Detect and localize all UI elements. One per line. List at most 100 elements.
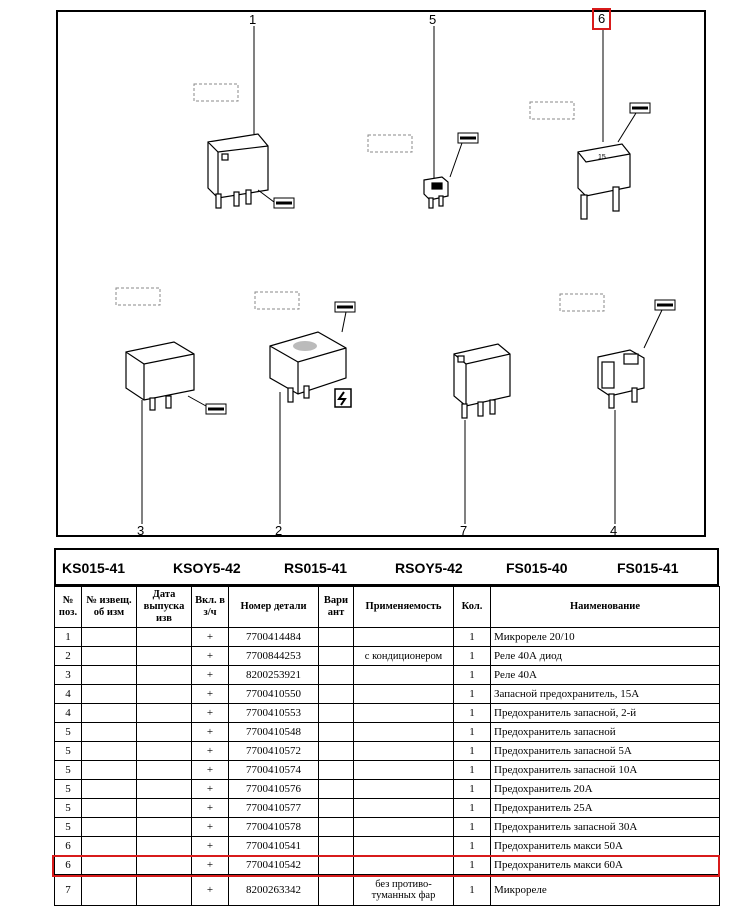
table-header-row: № поз. № извещ. об изм Дата выпуска изв … — [54, 586, 720, 628]
cell-variant — [318, 836, 354, 856]
cell-position: 5 — [54, 779, 82, 799]
cell-position: 2 — [54, 646, 82, 666]
cell-position: 7 — [54, 874, 82, 906]
vehicle-code: RS015-41 — [284, 560, 348, 576]
cell-quantity: 1 — [453, 703, 491, 723]
cell-part-number: 7700410576 — [228, 779, 319, 799]
cell-notice-number — [81, 722, 137, 742]
cell-included-spare: + — [191, 798, 229, 818]
cell-name: Предохранитель запасной 10А — [490, 760, 720, 780]
cell-applicability: с кондиционером — [353, 646, 454, 666]
cell-variant — [318, 646, 354, 666]
cell-notice-date — [136, 855, 192, 875]
cell-notice-number — [81, 684, 137, 704]
part-2-relay-diode — [269, 331, 347, 403]
cell-notice-date — [136, 627, 192, 647]
cell-included-spare: + — [191, 779, 229, 799]
cell-part-number: 8200253921 — [228, 665, 319, 685]
cell-notice-number — [81, 741, 137, 761]
parts-table: № поз. № извещ. об изм Дата выпуска изв … — [54, 586, 720, 906]
cell-variant — [318, 817, 354, 837]
header-applicability: Применяемость — [353, 586, 454, 628]
cell-position: 4 — [54, 703, 82, 723]
cell-notice-number — [81, 798, 137, 818]
callout-5: 5 — [429, 12, 437, 27]
callout-3: 3 — [137, 523, 145, 538]
part-5-blade-fuse — [423, 176, 449, 209]
cell-variant — [318, 703, 354, 723]
cell-variant — [318, 855, 354, 875]
vehicle-code: FS015-40 — [506, 560, 568, 576]
cell-name: Предохранитель 20А — [490, 779, 720, 799]
cell-name: Микрореле 20/10 — [490, 627, 720, 647]
reference-box — [529, 101, 575, 120]
header-notice-number: № извещ. об изм — [81, 586, 137, 628]
cell-included-spare: + — [191, 874, 229, 906]
cell-notice-number — [81, 817, 137, 837]
cell-notice-number — [81, 646, 137, 666]
connector-tag-icon — [257, 189, 295, 209]
cell-included-spare: + — [191, 722, 229, 742]
cell-name: Запасной предохранитель, 15А — [490, 684, 720, 704]
fuse-rating-label: 15 — [598, 154, 606, 161]
callout-4: 4 — [610, 523, 618, 538]
cell-quantity: 1 — [453, 817, 491, 837]
cell-notice-date — [136, 684, 192, 704]
cell-name: Предохранитель запасной, 2-й — [490, 703, 720, 723]
cell-notice-number — [81, 627, 137, 647]
part-3-relay-40a — [125, 341, 195, 411]
cell-variant — [318, 627, 354, 647]
cell-applicability — [353, 722, 454, 742]
cell-included-spare: + — [191, 665, 229, 685]
cell-applicability — [353, 665, 454, 685]
cell-quantity: 1 — [453, 798, 491, 818]
cell-quantity: 1 — [453, 855, 491, 875]
cell-notice-date — [136, 665, 192, 685]
cell-applicability — [353, 855, 454, 875]
cell-part-number: 7700410548 — [228, 722, 319, 742]
cell-applicability — [353, 817, 454, 837]
vehicle-codes-bar: KS015-41 KSOY5-42 RS015-41 RSOY5-42 FS01… — [54, 548, 719, 586]
header-position: № поз. — [54, 586, 82, 628]
connector-tag-icon — [617, 102, 651, 143]
cell-applicability — [353, 760, 454, 780]
part-1-micro-relay — [207, 133, 269, 209]
cell-name: Предохранитель макси 50А — [490, 836, 720, 856]
cell-notice-date — [136, 874, 192, 906]
cell-position: 6 — [54, 836, 82, 856]
cell-variant — [318, 874, 354, 906]
cell-included-spare: + — [191, 646, 229, 666]
cell-notice-date — [136, 646, 192, 666]
part-4-spare-fuse — [597, 349, 645, 409]
reference-box — [115, 287, 161, 306]
header-included-spare: Вкл. в з/ч — [191, 586, 229, 628]
connector-tag-icon — [643, 299, 676, 349]
reference-box — [559, 293, 605, 312]
cell-part-number: 7700410572 — [228, 741, 319, 761]
cell-part-number: 7700410577 — [228, 798, 319, 818]
cell-part-number: 7700410542 — [228, 855, 319, 875]
cell-included-spare: + — [191, 836, 229, 856]
diode-symbol-icon — [334, 388, 352, 408]
cell-notice-date — [136, 817, 192, 837]
vehicle-code: KSOY5-42 — [173, 560, 241, 576]
cell-quantity: 1 — [453, 646, 491, 666]
header-notice-date: Дата выпуска изв — [136, 586, 192, 628]
cell-variant — [318, 760, 354, 780]
cell-quantity: 1 — [453, 836, 491, 856]
cell-notice-date — [136, 779, 192, 799]
